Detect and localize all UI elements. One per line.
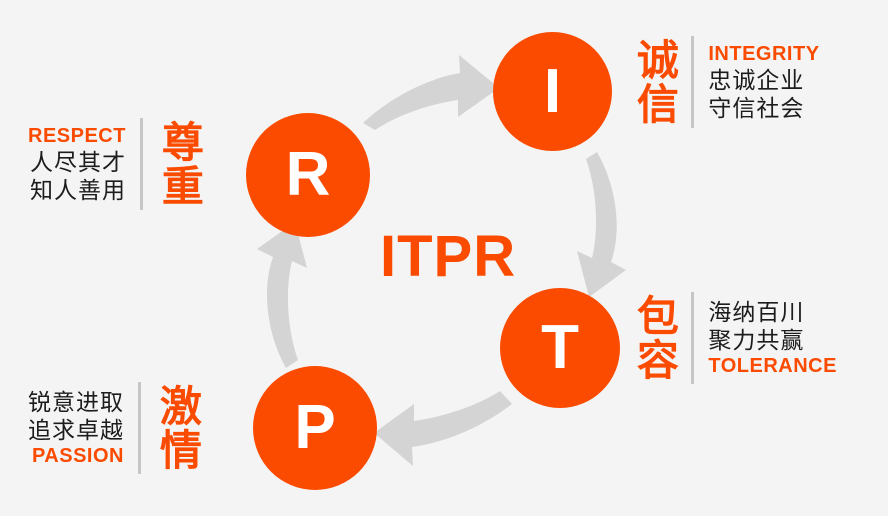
value-en-passion: PASSION <box>31 444 124 467</box>
value-cn-line2-passion: 追求卓越 <box>28 416 124 443</box>
node-letter-p: P <box>294 393 336 462</box>
value-block-integrity: 诚信 INTEGRITY 忠诚企业 守信社会 <box>631 36 820 128</box>
value-divider-passion <box>138 382 141 474</box>
value-cn-line2-tolerance: 聚力共赢 <box>708 326 805 353</box>
value-block-tolerance: 包容 海纳百川 聚力共赢 TOLERANCE <box>631 292 837 384</box>
value-detail-passion: 锐意进取 追求卓越 PASSION <box>28 388 124 468</box>
value-detail-tolerance: 海纳百川 聚力共赢 TOLERANCE <box>708 298 837 378</box>
value-bigcn-tolerance: 包容 <box>631 294 679 382</box>
arrow-respect-to-integrity-icon <box>363 55 499 130</box>
arrow-tolerance-to-passion-icon <box>374 391 512 466</box>
arrow-integrity-to-tolerance-icon <box>577 152 626 297</box>
value-detail-integrity: INTEGRITY 忠诚企业 守信社会 <box>708 42 819 122</box>
value-cn-line1-respect: 人尽其才 <box>29 149 126 176</box>
node-letter-i: I <box>543 56 562 126</box>
node-circle-respect[interactable]: R <box>246 113 370 237</box>
value-bigcn-passion: 激情 <box>154 384 202 472</box>
center-wordmark: ITPR <box>380 224 517 289</box>
value-block-respect: RESPECT 人尽其才 知人善用 尊重 <box>28 118 204 210</box>
node-letter-t: T <box>541 313 579 382</box>
node-circle-passion[interactable]: P <box>253 366 377 490</box>
value-detail-respect: RESPECT 人尽其才 知人善用 <box>28 124 126 204</box>
value-bigcn-respect: 尊重 <box>156 120 204 208</box>
value-en-respect: RESPECT <box>28 124 126 147</box>
value-block-passion: 锐意进取 追求卓越 PASSION 激情 <box>28 382 202 474</box>
value-cn-line2-respect: 知人善用 <box>29 177 126 204</box>
value-en-tolerance: TOLERANCE <box>708 354 837 377</box>
value-bigcn-integrity: 诚信 <box>631 38 679 126</box>
node-circle-integrity[interactable]: I <box>493 32 612 151</box>
value-en-integrity: INTEGRITY <box>708 42 820 65</box>
value-divider-integrity <box>691 36 695 128</box>
value-cn-line1-tolerance: 海纳百川 <box>708 298 805 325</box>
value-divider-respect <box>139 118 143 210</box>
value-cn-line1-integrity: 忠诚企业 <box>708 67 805 94</box>
node-circle-tolerance[interactable]: T <box>500 288 620 408</box>
value-cn-line1-passion: 锐意进取 <box>28 388 124 415</box>
value-cn-line2-integrity: 守信社会 <box>708 95 805 122</box>
node-letter-r: R <box>285 140 331 209</box>
value-divider-tolerance <box>691 292 695 384</box>
arrow-passion-to-respect-icon <box>257 222 307 368</box>
